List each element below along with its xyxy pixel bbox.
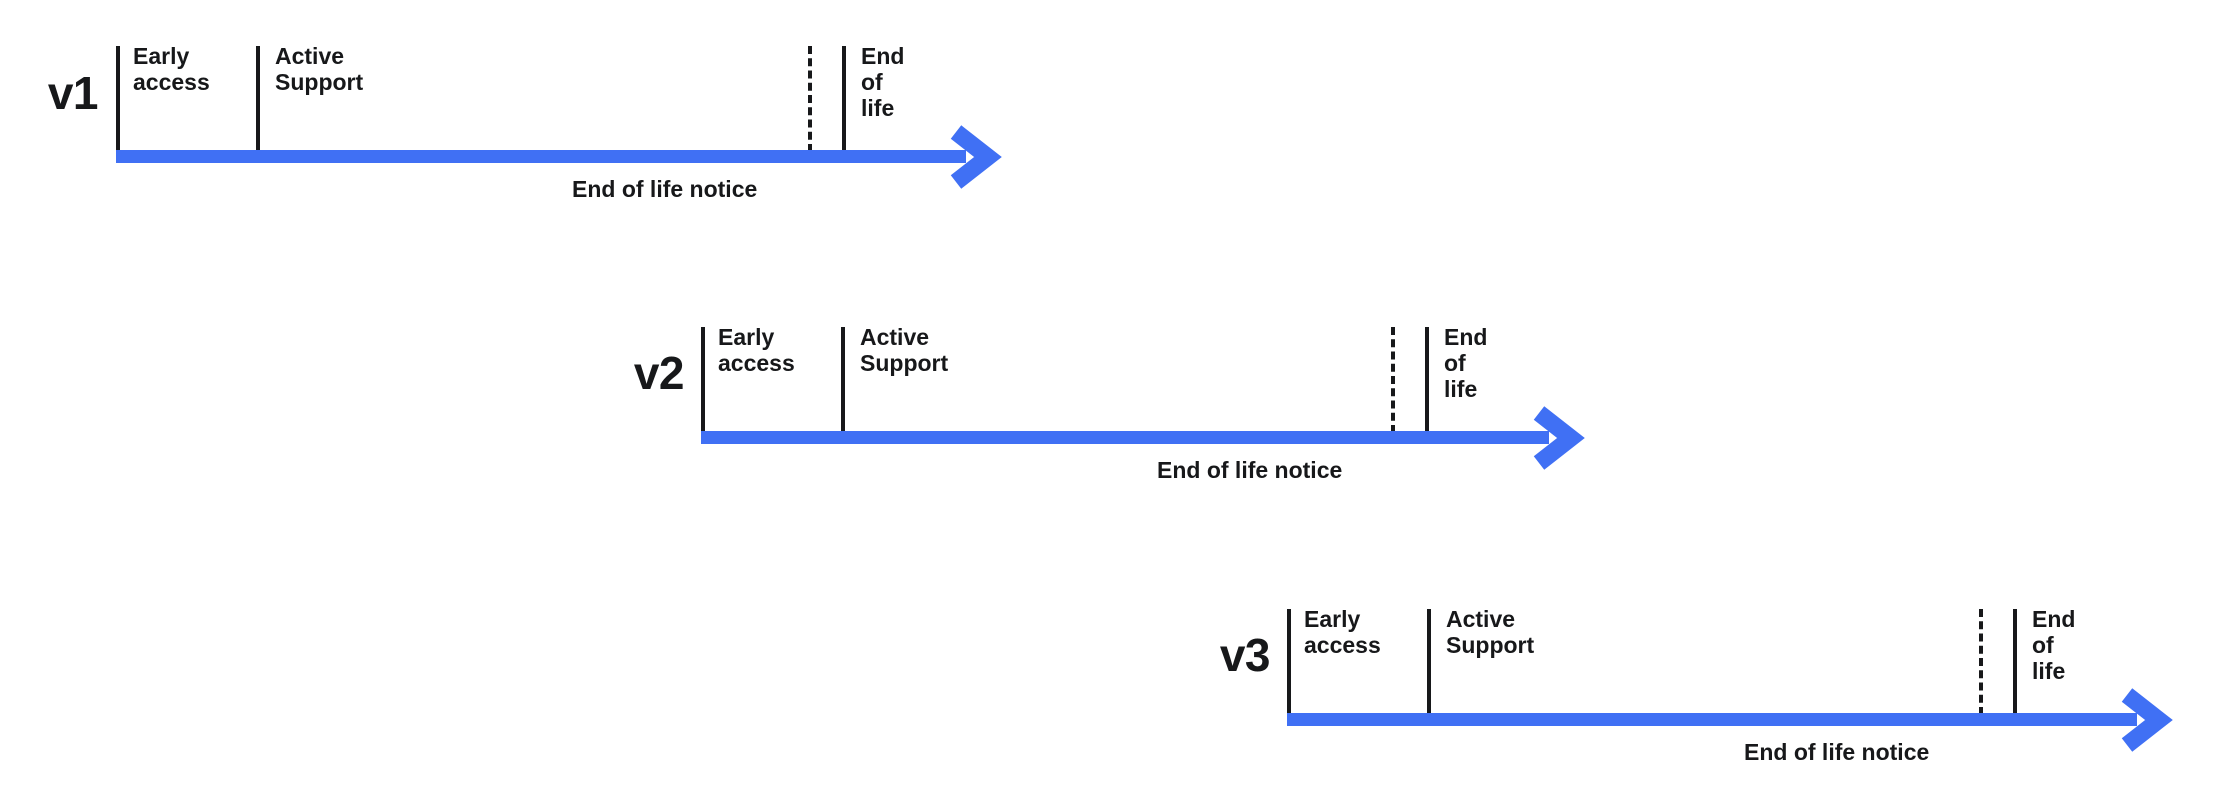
phase-label-active-support-v1: Active Support bbox=[275, 43, 364, 95]
phase-label-early-access-v3: Early access bbox=[1304, 606, 1381, 658]
version-label-v1: v1 bbox=[47, 67, 99, 119]
arrow-right-icon-v3 bbox=[2119, 688, 2189, 752]
phase-label-early-access-v2: Early access bbox=[718, 324, 795, 376]
end-of-life-marker-v2 bbox=[1425, 327, 1429, 433]
version-label-v2: v2 bbox=[633, 347, 685, 399]
phase-divider-active-support-v1 bbox=[256, 46, 260, 152]
phase-label-early-access-v1: Early access bbox=[133, 43, 210, 95]
phase-start-divider-v1 bbox=[116, 46, 120, 152]
phase-label-active-support-v2: Active Support bbox=[860, 324, 949, 376]
phase-label-end-of-life-v1: End of life bbox=[861, 43, 905, 121]
lifecycle-track-v1 bbox=[116, 150, 966, 163]
lifecycle-track-v3 bbox=[1287, 713, 2137, 726]
end-of-life-marker-v1 bbox=[842, 46, 846, 152]
notice-label-v2: End of life notice bbox=[1157, 457, 1343, 483]
end-of-life-marker-v3 bbox=[2013, 609, 2017, 715]
end-of-life-notice-marker-v3 bbox=[1979, 609, 1983, 715]
notice-label-v1: End of life notice bbox=[572, 176, 758, 202]
phase-start-divider-v2 bbox=[701, 327, 705, 433]
end-of-life-notice-marker-v2 bbox=[1391, 327, 1395, 433]
phase-label-end-of-life-v2: End of life bbox=[1444, 324, 1488, 402]
notice-label-v3: End of life notice bbox=[1744, 739, 1930, 765]
arrow-right-icon-v1 bbox=[948, 125, 1018, 189]
phase-divider-active-support-v3 bbox=[1427, 609, 1431, 715]
phase-start-divider-v3 bbox=[1287, 609, 1291, 715]
lifecycle-track-v2 bbox=[701, 431, 1549, 444]
phase-divider-active-support-v2 bbox=[841, 327, 845, 433]
end-of-life-notice-marker-v1 bbox=[808, 46, 812, 152]
arrow-right-icon-v2 bbox=[1531, 406, 1601, 470]
phase-label-end-of-life-v3: End of life bbox=[2032, 606, 2076, 684]
version-label-v3: v3 bbox=[1219, 629, 1271, 681]
phase-label-active-support-v3: Active Support bbox=[1446, 606, 1535, 658]
